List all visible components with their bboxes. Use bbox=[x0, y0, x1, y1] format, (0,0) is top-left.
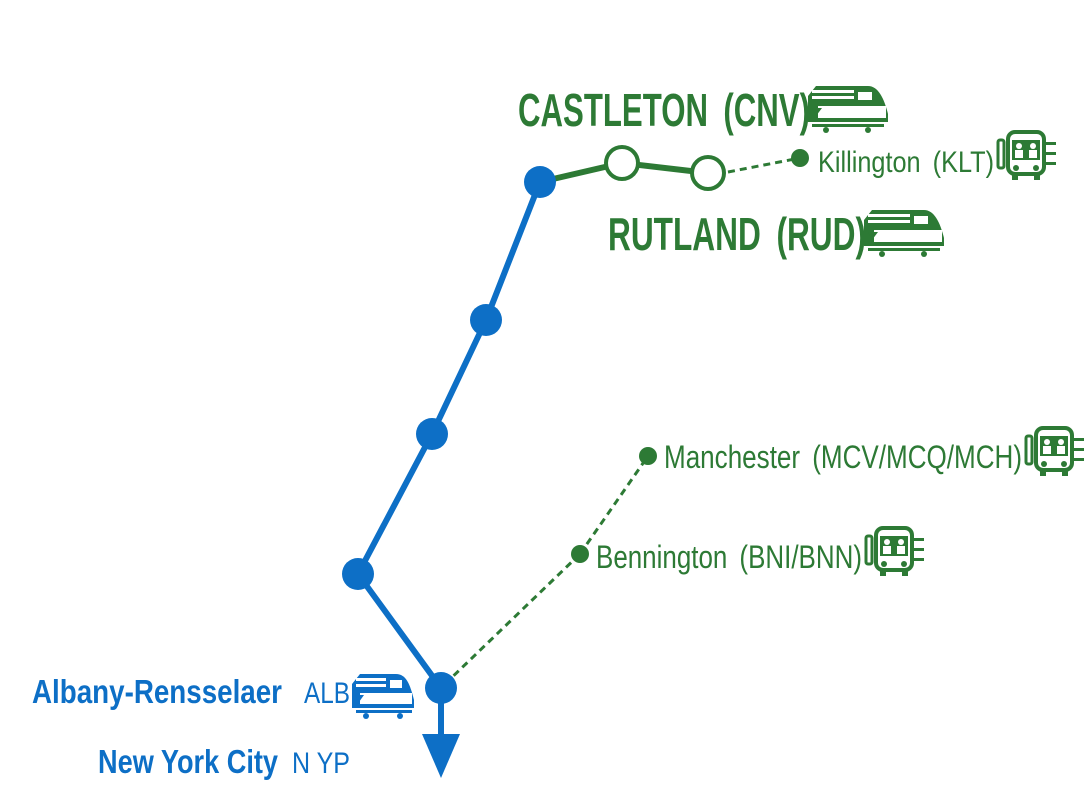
amtrak-train-icon bbox=[352, 674, 414, 719]
bus-icon bbox=[1024, 426, 1086, 478]
bennington-stop-dot[interactable] bbox=[571, 545, 589, 563]
killington-name: Killington bbox=[818, 146, 921, 179]
bus-icon bbox=[864, 526, 926, 578]
station-dot bbox=[524, 166, 556, 198]
albany-station-dot[interactable] bbox=[425, 672, 457, 704]
intermediate-stop-dot bbox=[470, 304, 502, 336]
bus-icon bbox=[996, 130, 1058, 182]
southbound-arrow bbox=[422, 734, 460, 778]
manchester-name: Manchester bbox=[664, 439, 800, 475]
castleton-label[interactable]: CASTLETON (CNV) bbox=[518, 84, 810, 136]
main-route-line bbox=[355, 180, 543, 690]
killington-label[interactable]: Killington (KLT) bbox=[818, 146, 994, 179]
killington-code: (KLT) bbox=[933, 146, 994, 179]
albany-name[interactable]: Albany-Rensselaer bbox=[32, 673, 282, 710]
bennington-code: (BNI/BNN) bbox=[739, 539, 862, 575]
manchester-stop-dot[interactable] bbox=[639, 447, 657, 465]
killington-stop-dot[interactable] bbox=[791, 149, 809, 167]
manchester-code: (MCV/MCQ/MCH) bbox=[812, 439, 1022, 475]
rutland-code: (RUD) bbox=[776, 208, 866, 260]
nyc-code: N YP bbox=[292, 747, 350, 780]
nyc-name[interactable]: New York City bbox=[98, 743, 279, 780]
albany-code: ALB bbox=[304, 677, 350, 710]
killington-bus-connector bbox=[727, 156, 801, 174]
intermediate-stop-dot bbox=[342, 558, 374, 590]
castleton-station-dot[interactable] bbox=[604, 145, 640, 181]
rutland-label[interactable]: RUTLAND (RUD) bbox=[608, 208, 866, 260]
rutland-name: RUTLAND bbox=[608, 208, 761, 260]
intermediate-stop-dot bbox=[416, 418, 448, 450]
bennington-label[interactable]: Bennington (BNI/BNN) bbox=[596, 539, 862, 575]
amtrak-train-icon bbox=[808, 86, 888, 133]
amtrak-train-icon bbox=[864, 210, 944, 257]
castleton-code: (CNV) bbox=[723, 84, 810, 136]
castleton-name: CASTLETON bbox=[518, 84, 708, 136]
manchester-bus-connector bbox=[578, 455, 650, 555]
manchester-label[interactable]: Manchester (MCV/MCQ/MCH) bbox=[664, 439, 1022, 475]
bennington-bus-connector bbox=[443, 552, 582, 686]
bennington-name: Bennington bbox=[596, 539, 727, 575]
rutland-station-dot[interactable] bbox=[690, 155, 726, 191]
